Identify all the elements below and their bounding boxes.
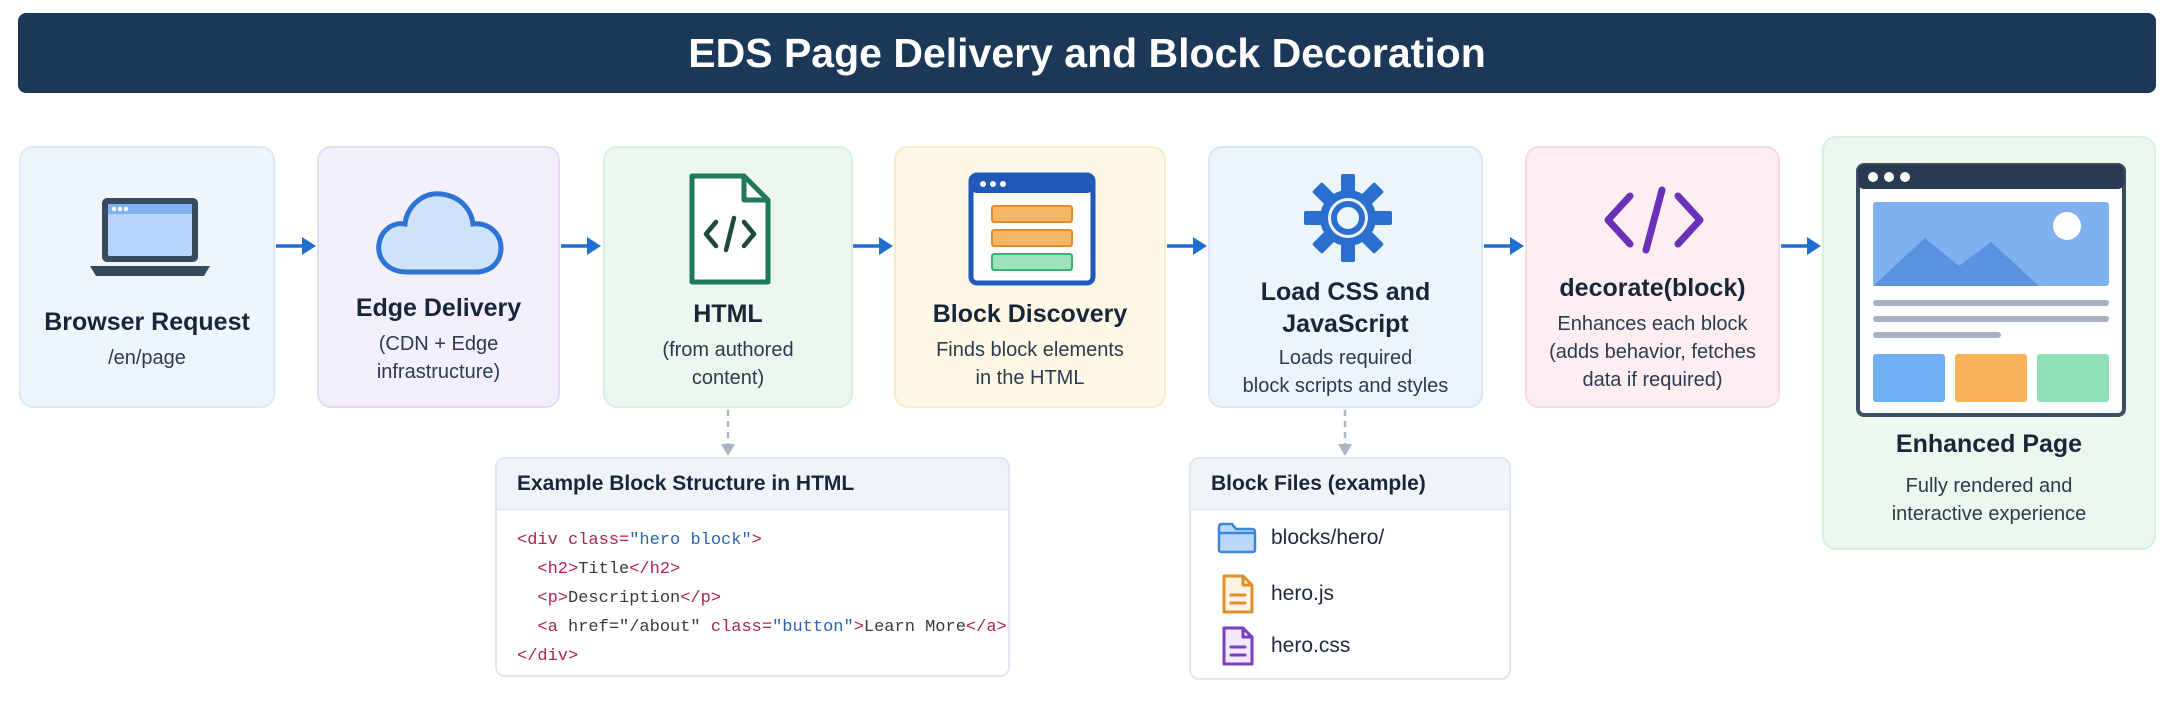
step-title: decorate(block) [1559, 274, 1746, 302]
code-line: <a href="/about" class="button">Learn Mo… [517, 618, 1007, 637]
arrow-4 [1167, 237, 1207, 255]
step-subtitle-line-2: (adds behavior, fetches [1549, 341, 1756, 363]
web-page-icon [1856, 163, 2126, 417]
js-file-icon [1222, 574, 1254, 614]
code-line: </div> [517, 647, 579, 666]
step-subtitle: /en/page [108, 347, 186, 369]
step-title-line-1: Load CSS and [1260, 278, 1431, 306]
code-line: <h2>Title</h2> [517, 560, 681, 579]
step-title: Enhanced Page [1895, 430, 2083, 458]
example-block-structure-panel: Example Block Structure in HTML <div cla… [495, 457, 1010, 677]
step-subtitle-line-3: data if required) [1582, 369, 1723, 391]
step-subtitle-line-1: Enhances each block [1557, 313, 1748, 335]
file-name: hero.css [1271, 634, 1351, 657]
step-load-css-js: Load CSS and JavaScript Loads required b… [1208, 146, 1483, 408]
cloud-icon [376, 191, 504, 275]
css-file-icon [1222, 626, 1254, 666]
step-title: Edge Delivery [355, 294, 522, 322]
step-title: HTML [693, 300, 763, 328]
block-files-panel: Block Files (example) blocks/hero/ hero.… [1189, 457, 1511, 680]
file-item-js: hero.js [1217, 573, 1334, 615]
step-title: Browser Request [44, 308, 250, 336]
file-item-css: hero.css [1217, 625, 1350, 667]
browser-blocks-icon [968, 172, 1096, 286]
code-icon [1604, 186, 1704, 254]
step-browser-request: Browser Request /en/page [19, 146, 275, 408]
step-subtitle-line-1: Loads required [1278, 347, 1413, 369]
arrow-3 [853, 237, 893, 255]
dashed-connector-load [1338, 410, 1352, 456]
step-enhanced-page: Enhanced Page Fully rendered and interac… [1822, 136, 2156, 550]
step-subtitle-line-2: interactive experience [1891, 503, 2087, 525]
arrow-2 [561, 237, 601, 255]
code-snippet: <div class="hero block"> <h2>Title</h2> … [497, 510, 1008, 671]
step-subtitle-line-1: (from authored [662, 339, 794, 361]
step-title-line-2: JavaScript [1282, 310, 1409, 338]
step-subtitle-line-1: Finds block elements [936, 339, 1124, 361]
step-subtitle-line-2: in the HTML [975, 367, 1085, 389]
step-decorate-block: decorate(block) Enhances each block (add… [1525, 146, 1780, 408]
laptop-icon [90, 198, 210, 276]
folder-icon [1217, 522, 1257, 554]
html-file-icon [689, 173, 771, 285]
arrow-1 [276, 237, 316, 255]
step-subtitle-line-1: Fully rendered and [1905, 475, 2073, 497]
gear-icon [1304, 174, 1392, 262]
dashed-connector-html [721, 410, 735, 456]
step-html: HTML (from authored content) [603, 146, 853, 408]
step-subtitle-line-2: block scripts and styles [1242, 375, 1449, 397]
code-line: <div class="hero block"> [517, 531, 762, 550]
diagram-title: EDS Page Delivery and Block Decoration [688, 29, 1486, 76]
arrow-6 [1781, 237, 1821, 255]
step-edge-delivery: Edge Delivery (CDN + Edge infrastructure… [317, 146, 560, 408]
file-item-folder: blocks/hero/ [1217, 521, 1384, 555]
panel-title: Block Files (example) [1191, 459, 1509, 510]
step-subtitle-line-1: (CDN + Edge [378, 333, 499, 355]
file-name: blocks/hero/ [1271, 526, 1385, 549]
step-block-discovery: Block Discovery Finds block elements in … [894, 146, 1166, 408]
code-line: <p>Description</p> [517, 589, 722, 608]
file-name: hero.js [1271, 582, 1335, 605]
step-title: Block Discovery [932, 300, 1128, 328]
diagram-title-bar: EDS Page Delivery and Block Decoration [18, 13, 2156, 93]
step-subtitle-line-2: content) [691, 367, 765, 389]
step-subtitle-line-2: infrastructure) [376, 361, 501, 383]
panel-title: Example Block Structure in HTML [497, 459, 1008, 510]
arrow-5 [1484, 237, 1524, 255]
